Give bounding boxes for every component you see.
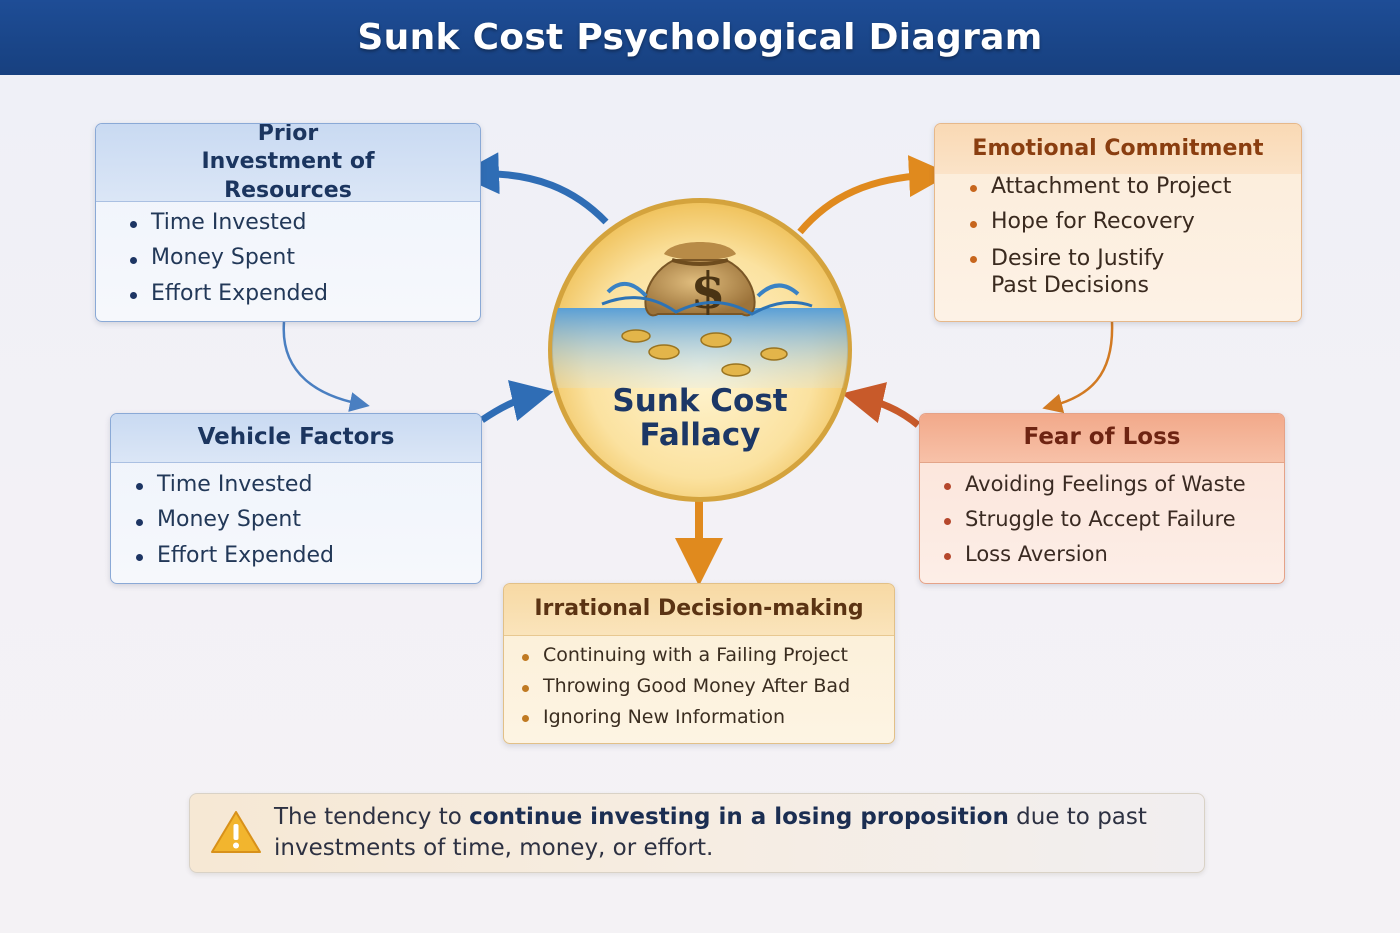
prior-investment-box: Prior Investment of Resources Time Inves… [95,123,481,322]
arrow-vehicle-to-center [480,380,554,423]
definition-text: The tendency to continue investing in a … [274,802,1174,864]
definition-text-pre: The tendency to [274,804,470,830]
list-item: Hope for Recovery [970,209,1301,235]
arrow-prior-to-vehicle [282,321,370,412]
center-label-line2: Fallacy [639,417,761,454]
arrow-center-to-emotional [797,155,951,235]
header-banner: Sunk Cost Psychological Diagram [0,0,1400,75]
irrational-decision-title: Irrational Decision-making [504,584,894,636]
arrow-center-to-prior [457,152,609,225]
definition-text-post: due to past investments of time, money, … [274,804,1147,861]
list-item: Struggle to Accept Failure [944,507,1284,532]
list-item: Throwing Good Money After Bad [522,675,894,698]
list-item: Money Spent [136,507,481,533]
prior-investment-list: Time Invested Money Spent Effort Expende… [96,202,480,307]
vehicle-factors-box: Vehicle Factors Time Invested Money Spen… [110,413,482,584]
list-item: Continuing with a Failing Project [522,644,894,667]
page-title: Sunk Cost Psychological Diagram [357,17,1043,58]
list-item: Effort Expended [130,281,480,307]
list-item: Attachment to Project [970,174,1301,200]
emotional-commitment-title: Emotional Commitment [935,124,1301,174]
list-item: Effort Expended [136,543,481,569]
list-item: Time Invested [136,472,481,498]
vehicle-factors-list: Time Invested Money Spent Effort Expende… [111,463,481,569]
definition-note: The tendency to continue investing in a … [189,793,1205,873]
definition-text-bold: continue investing in a losing propositi… [469,804,1009,830]
list-item: Desire to Justify Past Decisions [970,245,1191,300]
money-bag-sinking-icon: $ [601,242,813,377]
list-item: Ignoring New Information [522,706,894,729]
fear-of-loss-title: Fear of Loss [920,414,1284,463]
fear-of-loss-box: Fear of Loss Avoiding Feelings of Waste … [919,413,1285,584]
fear-of-loss-list: Avoiding Feelings of Waste Struggle to A… [920,463,1284,568]
center-label: Sunk Cost Fallacy [546,384,854,452]
arrow-emotional-to-fear [1042,321,1114,414]
emotional-commitment-box: Emotional Commitment Attachment to Proje… [934,123,1302,322]
sunk-cost-circle: $ [548,198,852,502]
irrational-decision-list: Continuing with a Failing Project Throwi… [504,636,894,728]
irrational-decision-box: Irrational Decision-making Continuing wi… [503,583,895,744]
emotional-commitment-list: Attachment to Project Hope for Recovery … [935,174,1301,300]
svg-text:$: $ [691,261,726,320]
arrow-fear-to-center [841,382,921,428]
list-item: Time Invested [130,210,480,236]
warning-triangle-icon [211,811,261,853]
list-item: Money Spent [130,245,480,271]
prior-investment-title: Prior Investment of Resources [96,124,480,203]
vehicle-factors-title: Vehicle Factors [111,414,481,463]
list-item: Avoiding Feelings of Waste [944,472,1284,497]
list-item: Loss Aversion [944,542,1284,567]
center-label-line1: Sunk Cost [612,383,788,419]
